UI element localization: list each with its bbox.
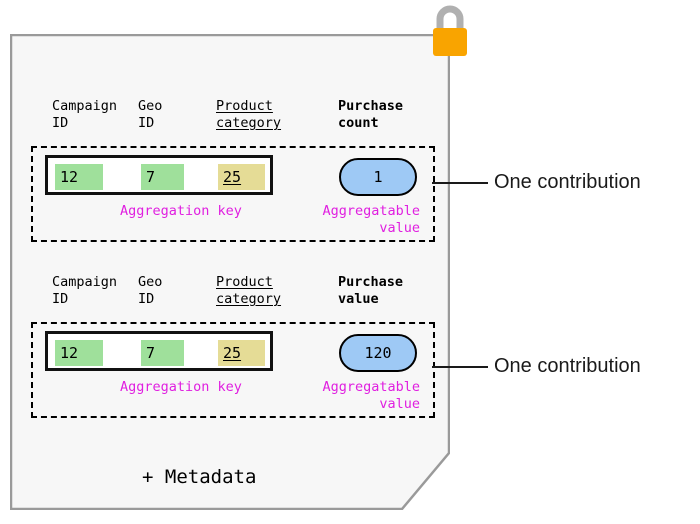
aggregation-key-box-1: 12 7 25 [45, 155, 273, 195]
aggregatable-value-pill-1: 1 [339, 158, 417, 196]
contribution-group-2 [31, 322, 435, 418]
annotation-aggregatable-value-1: Aggregatable value [322, 203, 420, 236]
key-chip-product-category-1: 25 [218, 164, 265, 190]
metadata-label: + Metadata [142, 466, 257, 488]
header-campaign-id-2: Campaign ID [52, 274, 118, 307]
header-product-category: Product category [216, 98, 282, 131]
key-chip-campaign-id-2: 12 [55, 340, 103, 366]
annotation-aggregation-key-1: Aggregation key [120, 203, 242, 219]
key-chip-campaign-id-1: 12 [55, 164, 103, 190]
callout-leader-line-1 [432, 182, 488, 184]
aggregatable-value-pill-2: 120 [339, 334, 417, 372]
header-purchase-value: Purchase value [338, 274, 404, 307]
callout-label-1: One contribution [494, 171, 641, 193]
header-geo-id-2: Geo ID [138, 274, 163, 307]
annotation-aggregatable-value-2: Aggregatable value [322, 379, 420, 412]
annotation-aggregation-key-2: Aggregation key [120, 379, 242, 395]
header-product-category-2: Product category [216, 274, 282, 307]
contribution-group-1 [31, 146, 435, 242]
column-headers-row-1: Campaign ID Geo ID Product category Purc… [52, 98, 432, 144]
key-chip-geo-id-2: 7 [141, 340, 184, 366]
key-chip-geo-id-1: 7 [141, 164, 184, 190]
key-chip-product-category-2: 25 [218, 340, 265, 366]
padlock-icon [433, 5, 467, 56]
header-purchase-count: Purchase count [338, 98, 404, 131]
callout-label-2: One contribution [494, 355, 641, 377]
aggregation-key-box-2: 12 7 25 [45, 331, 273, 371]
header-geo-id: Geo ID [138, 98, 163, 131]
column-headers-row-2: Campaign ID Geo ID Product category Purc… [52, 274, 432, 320]
callout-leader-line-2 [432, 366, 488, 368]
header-campaign-id: Campaign ID [52, 98, 118, 131]
